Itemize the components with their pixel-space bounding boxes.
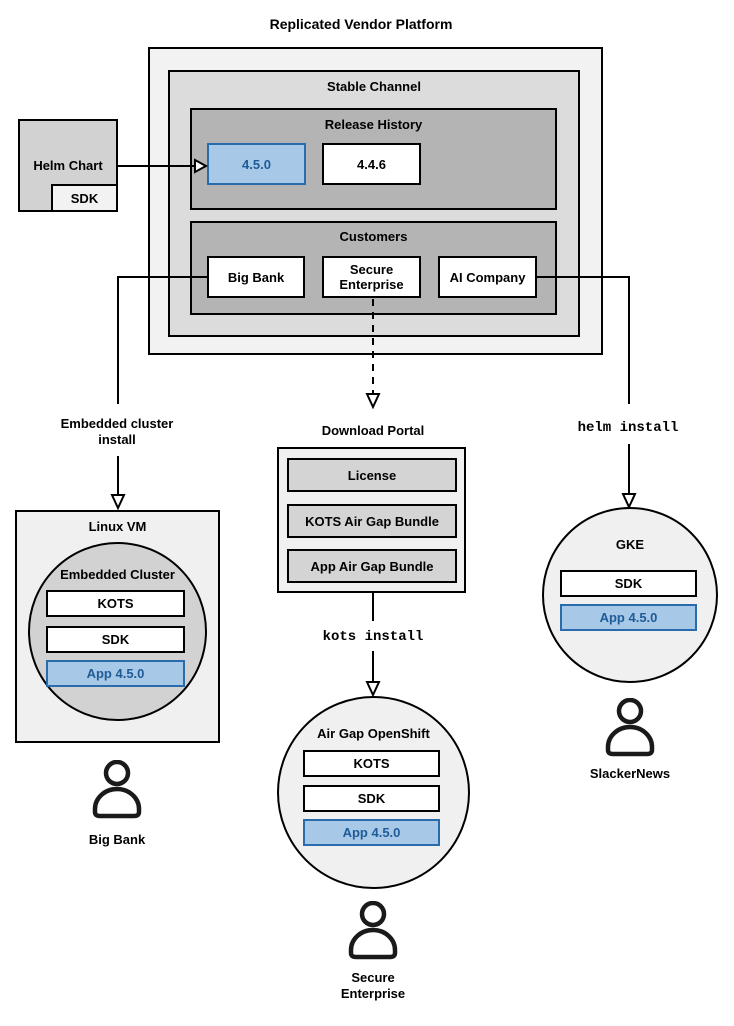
embedded-install-label-line1: Embedded cluster — [60, 416, 174, 431]
kots-install-command: kots install — [322, 629, 424, 645]
air-gap-openshift-label: Air Gap OpenShift — [317, 726, 430, 741]
customer-secure-enterprise: Secure Enterprise — [322, 256, 421, 298]
gke-label: GKE — [615, 537, 645, 552]
embedded-cluster-label: Embedded Cluster — [60, 567, 175, 582]
persona-slackernews-label: SlackerNews — [589, 766, 671, 781]
persona-secure-enterprise-line1: Secure — [351, 970, 395, 985]
helm-install-command: helm install — [577, 420, 679, 436]
portal-kots-bundle-box: KOTS Air Gap Bundle — [287, 504, 457, 538]
release-version-446: 4.4.6 — [322, 143, 421, 185]
linux-vm-label: Linux VM — [88, 519, 147, 534]
embedded-install-label-line2: install — [98, 432, 136, 447]
portal-license-box: License — [287, 458, 457, 492]
embedded-sdk-box: SDK — [46, 626, 185, 653]
customer-ai-company: AI Company — [438, 256, 537, 298]
airgap-kots-box: KOTS — [303, 750, 440, 777]
gke-sdk-box: SDK — [560, 570, 697, 597]
download-portal-label: Download Portal — [321, 423, 425, 438]
airgap-app-box: App 4.5.0 — [303, 819, 440, 846]
person-icon — [605, 698, 655, 757]
portal-app-bundle-box: App Air Gap Bundle — [287, 549, 457, 583]
persona-big-bank-label: Big Bank — [88, 832, 146, 847]
diagram-title: Replicated Vendor Platform — [269, 16, 453, 32]
arrowhead-gke — [621, 493, 637, 510]
arrowhead-download-portal — [365, 393, 381, 410]
helm-chart-sdk-box: SDK — [51, 184, 118, 212]
airgap-sdk-box: SDK — [303, 785, 440, 812]
customers-label: Customers — [339, 229, 408, 244]
release-version-450: 4.5.0 — [207, 143, 306, 185]
customer-big-bank: Big Bank — [207, 256, 305, 298]
stable-channel-label: Stable Channel — [327, 79, 421, 94]
person-icon — [92, 760, 142, 819]
arrowhead-linux-vm — [110, 494, 126, 511]
embedded-app-box: App 4.5.0 — [46, 660, 185, 687]
persona-secure-enterprise-line2: Enterprise — [340, 986, 406, 1001]
person-icon — [348, 901, 398, 960]
gke-app-box: App 4.5.0 — [560, 604, 697, 631]
embedded-install-label: Embedded cluster install — [37, 416, 197, 448]
release-history-label: Release History — [324, 117, 423, 132]
arrowhead-air-gap-openshift — [365, 681, 381, 698]
persona-secure-enterprise-label: Secure Enterprise — [293, 970, 453, 1002]
embedded-kots-box: KOTS — [46, 590, 185, 617]
